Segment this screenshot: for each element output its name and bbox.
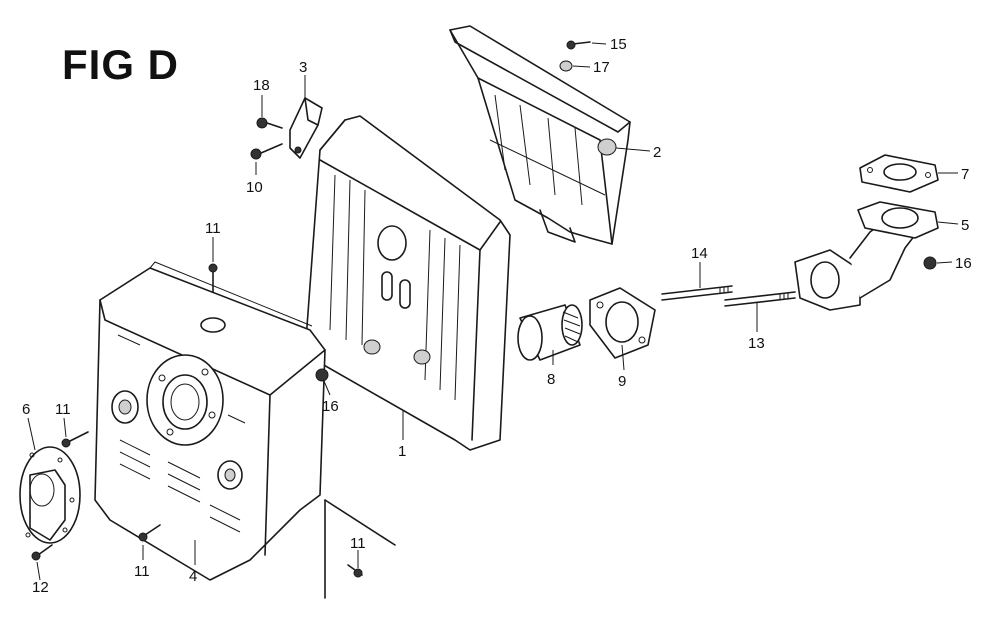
muffler-bracket: [289, 97, 323, 159]
manifold-gasket: [859, 154, 939, 193]
callout-9: 9: [618, 373, 626, 390]
figure-title: FIG D: [62, 41, 179, 88]
spark-arrester: [19, 446, 81, 544]
stud-bolts: [661, 285, 796, 307]
exhaust-screen: [517, 304, 583, 361]
leader-lines: [27, 42, 959, 581]
muffler-cover: [94, 261, 326, 581]
callout-11-left: 11: [55, 401, 71, 418]
callout-11-bottom: 11: [350, 535, 366, 552]
callout-11-top: 11: [205, 220, 221, 237]
callout-2: 2: [653, 144, 661, 161]
callout-12: 12: [32, 579, 49, 596]
callout-17: 17: [593, 59, 610, 76]
callout-1: 1: [398, 443, 406, 460]
callout-5: 5: [961, 217, 969, 234]
callout-16-right: 16: [955, 255, 972, 272]
callout-13: 13: [748, 335, 765, 352]
callout-3: 3: [299, 59, 307, 76]
callout-6: 6: [22, 401, 30, 418]
callout-4: 4: [189, 568, 197, 585]
muffler-protector: [449, 25, 631, 245]
exhaust-gasket: [589, 287, 656, 359]
fasteners: [31, 40, 937, 578]
exhaust-manifold: [794, 201, 939, 311]
callout-16-left: 16: [322, 398, 339, 415]
engine-frame-edge: [324, 499, 396, 599]
callout-11-lower: 11: [134, 563, 150, 580]
callout-7: 7: [961, 166, 969, 183]
callout-15: 15: [610, 36, 627, 53]
callout-8: 8: [547, 371, 555, 388]
callout-labels: 1 2 3 4 5 6 7 8 9 10 11 11 11 11 12 13 1…: [22, 36, 972, 596]
muffler: [305, 115, 511, 451]
callout-10: 10: [246, 179, 263, 196]
callout-18: 18: [253, 77, 270, 94]
callout-14: 14: [691, 245, 708, 262]
